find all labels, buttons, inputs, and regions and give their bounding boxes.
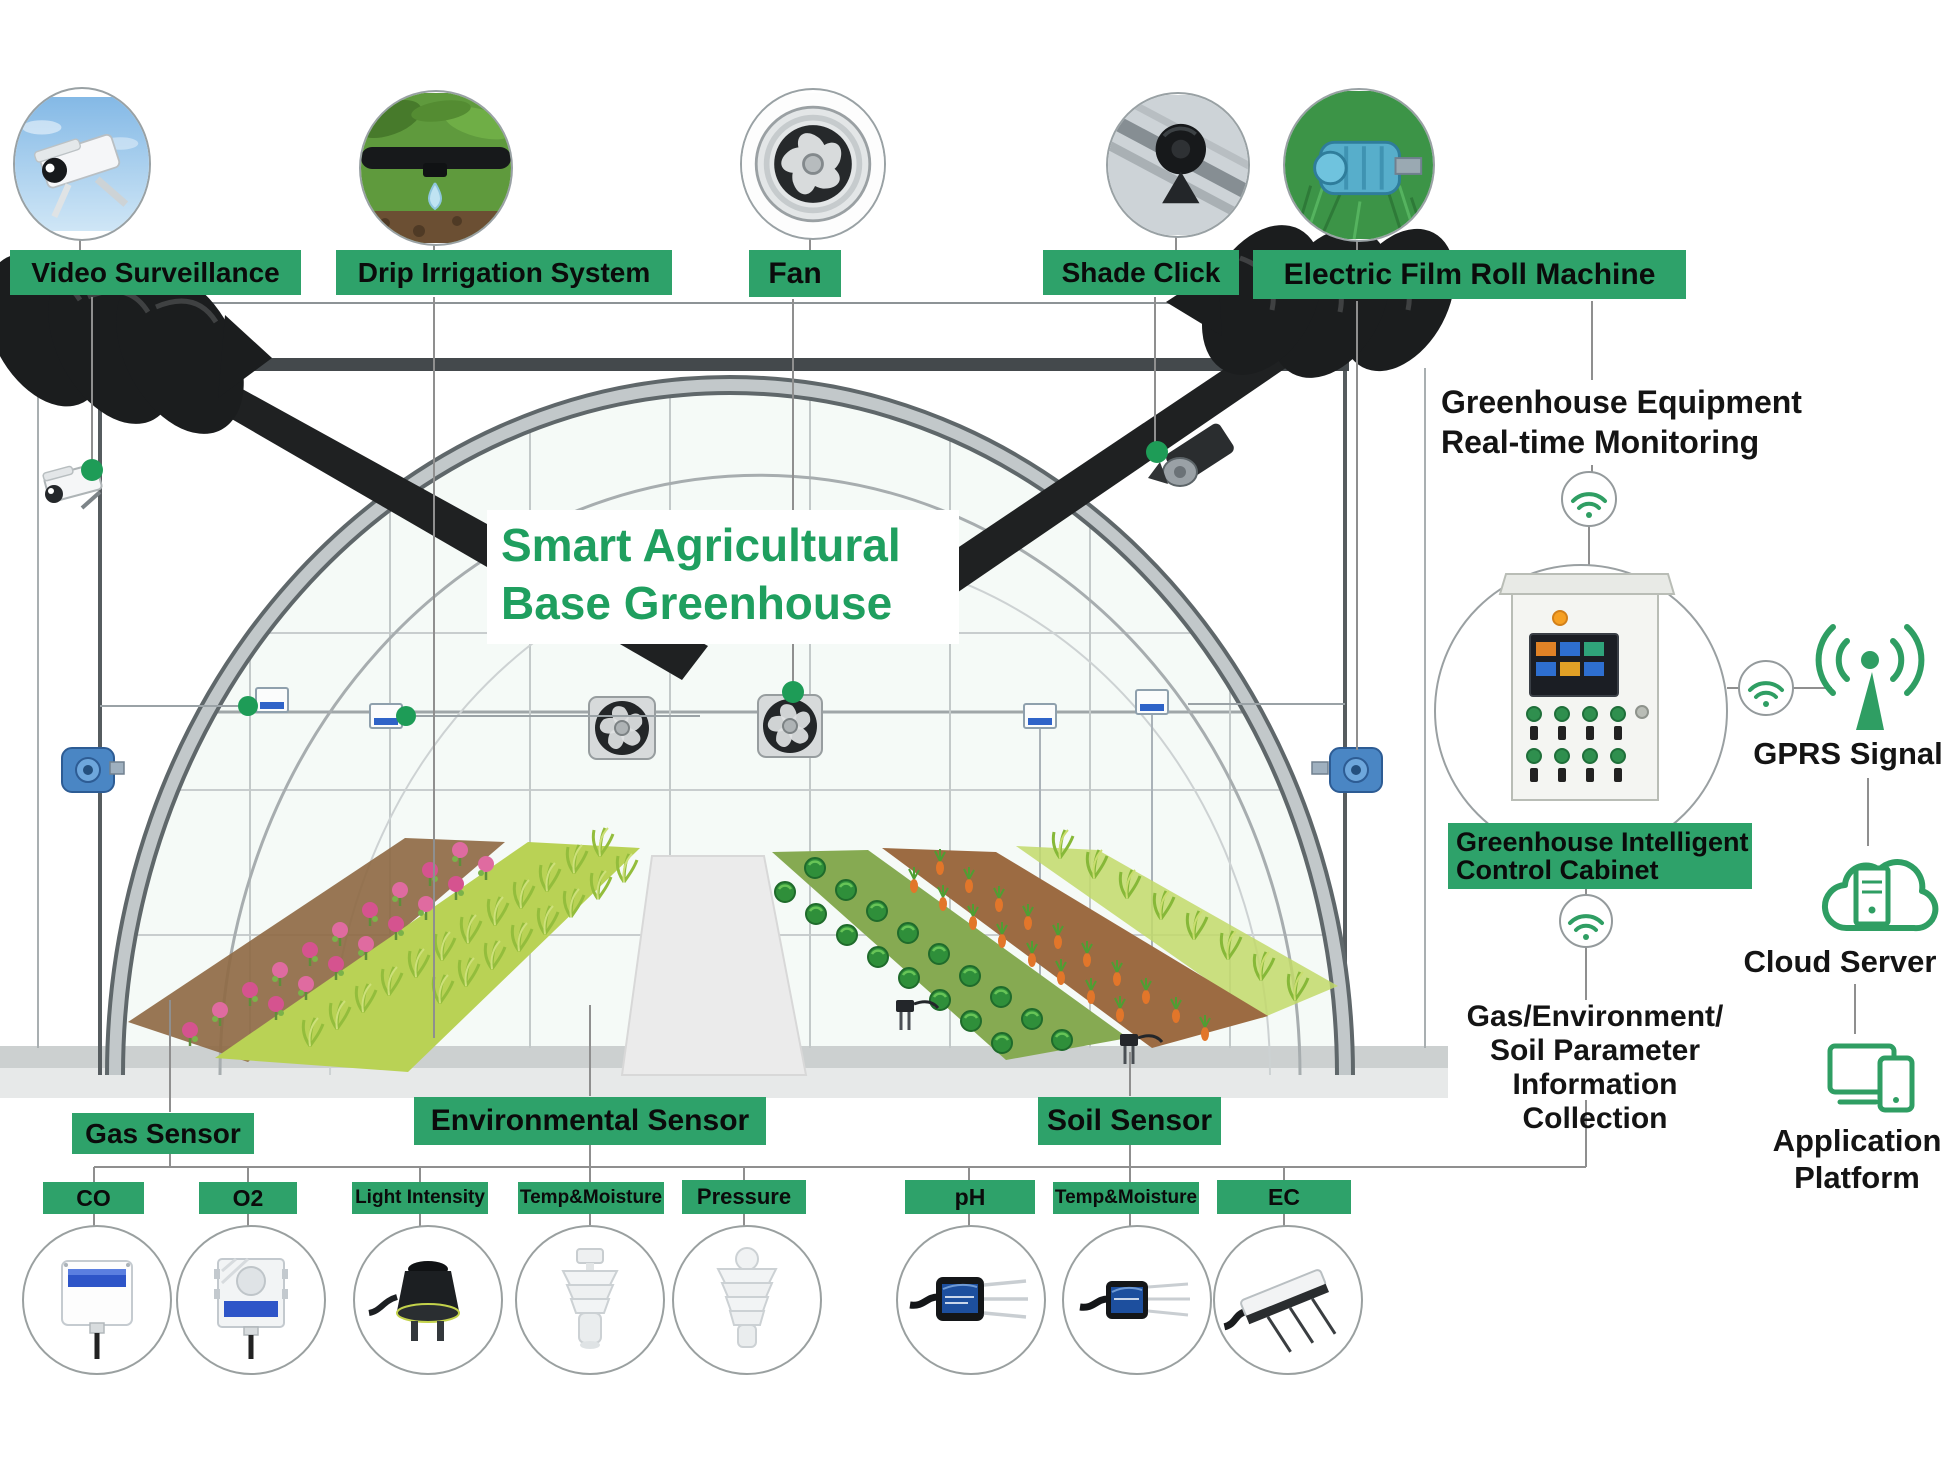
label-ec: EC: [1217, 1180, 1351, 1214]
label-text: Video Surveillance: [31, 256, 280, 288]
label-pressure: Pressure: [682, 1180, 806, 1214]
shade-click-photo: [1106, 92, 1250, 238]
label-environmental-sensor: Environmental Sensor: [414, 1097, 766, 1145]
o2-sensor-photo: [176, 1225, 326, 1375]
control-cabinet-photo: [1434, 564, 1728, 858]
pressure-sensor-photo: [672, 1225, 822, 1375]
ec-sensor-art: [1223, 1269, 1337, 1353]
label-text: EC: [1268, 1183, 1300, 1210]
monitoring-line1: Greenhouse Equipment: [1441, 384, 1802, 420]
light-intensity-sensor-photo: [353, 1225, 503, 1375]
label-shade-click: Shade Click: [1043, 250, 1239, 295]
drip-irrigation-photo: [359, 90, 513, 246]
label-text: Gas Sensor: [85, 1117, 241, 1149]
temp-moisture-sensor-photo: [515, 1225, 665, 1375]
label-drip-irrigation: Drip Irrigation System: [336, 250, 672, 295]
shade-motor-photo-art: [1108, 94, 1248, 235]
monitoring-line2: Real-time Monitoring: [1441, 424, 1760, 460]
soil-probes: [896, 1000, 1164, 1064]
cabinet-line2: Control Cabinet: [1456, 855, 1659, 885]
o2-sensor-art: [214, 1257, 288, 1359]
label-gas-sensor: Gas Sensor: [72, 1113, 254, 1154]
crop-beds: [128, 826, 1338, 1076]
label-o2: O2: [199, 1182, 297, 1214]
ph-sensor-art: [909, 1277, 1028, 1321]
label-control-cabinet: Greenhouse Intelligent Control Cabinet: [1448, 823, 1752, 889]
circulation-fan-icon: [588, 694, 823, 760]
green-dots: [81, 441, 1168, 726]
label-fan: Fan: [749, 250, 841, 297]
film-roll-motors: [61, 747, 1383, 793]
label-text: Pressure: [696, 1184, 792, 1210]
wifi-icon: [1738, 660, 1794, 716]
cabinet-line1: Greenhouse Intelligent: [1456, 826, 1749, 857]
label-electric-film-roll: Electric Film Roll Machine: [1253, 250, 1686, 299]
label-text: Drip Irrigation System: [357, 256, 651, 288]
collection-line2: Soil Parameter: [1489, 1034, 1701, 1067]
label-text: Fan: [768, 256, 822, 290]
monitor-and-phone-icon: [1827, 1043, 1915, 1113]
soil-temp-moisture-art: [1079, 1281, 1190, 1319]
air-sensor-boxes: [100, 687, 1345, 1046]
exhaust-fan-photo-art: [742, 93, 884, 235]
cloud-server-icon: [1822, 859, 1939, 932]
page-title: Smart Agricultural Base Greenhouse: [487, 510, 959, 644]
label-temp-moisture: Temp&Moisture: [518, 1182, 664, 1214]
co-sensor-art: [61, 1260, 133, 1359]
label-soil-sensor: Soil Sensor: [1038, 1097, 1221, 1145]
wifi-icon: [1559, 894, 1613, 948]
film-roll-photo: [1283, 88, 1435, 242]
label-text: Environmental Sensor: [430, 1104, 750, 1138]
soil-temp-moisture-sensor-photo: [1062, 1225, 1212, 1375]
collection-line3: Information Collection: [1512, 1068, 1678, 1135]
label-ph: pH: [905, 1180, 1035, 1214]
title-line1: Smart Agricultural: [501, 519, 901, 571]
label-text: Temp&Moisture: [519, 1187, 663, 1209]
label-video-surveillance: Video Surveillance: [10, 250, 301, 295]
label-light-intensity: Light Intensity: [352, 1182, 488, 1214]
application-caption: Application Platform: [1762, 1122, 1948, 1196]
ph-sensor-photo: [896, 1225, 1046, 1375]
pressure-sensor-art: [716, 1247, 778, 1348]
ec-sensor-photo: [1213, 1225, 1363, 1375]
film-roll-motor-photo-art: [1285, 91, 1433, 240]
label-text: Shade Click: [1061, 256, 1221, 288]
label-text: pH: [954, 1183, 986, 1210]
drip-pipe-photo-art: [361, 93, 511, 243]
co-sensor-photo: [22, 1225, 172, 1375]
wifi-icon: [1561, 471, 1617, 527]
label-text: Soil Sensor: [1046, 1104, 1213, 1138]
temp-moisture-art: [561, 1248, 619, 1349]
label-text: CO: [76, 1184, 111, 1211]
monitoring-caption: Greenhouse Equipment Real-time Monitorin…: [1441, 382, 1821, 462]
gprs-antenna-icon: [1815, 624, 1925, 730]
gprs-caption: GPRS Signal: [1753, 736, 1943, 771]
application-line2: Platform: [1794, 1160, 1920, 1195]
label-co: CO: [43, 1182, 144, 1214]
cctv-camera-photo-art: [15, 97, 149, 231]
label-text: Electric Film Roll Machine: [1283, 257, 1656, 291]
title-line2: Base Greenhouse: [501, 577, 893, 629]
label-text: O2: [232, 1184, 264, 1211]
label-soil-temp-moisture: Temp&Moisture: [1053, 1182, 1199, 1214]
shade-motor: [1148, 423, 1234, 487]
fan-photo: [740, 88, 886, 240]
light-sensor-art: [368, 1261, 460, 1341]
connector-lines: [79, 234, 1869, 1226]
collection-line1: Gas/Environment/: [1466, 1000, 1724, 1033]
video-surveillance-photo: [13, 87, 151, 241]
cloud-caption: Cloud Server: [1743, 944, 1937, 979]
application-line1: Application: [1772, 1123, 1942, 1158]
label-text: Light Intensity: [355, 1187, 485, 1209]
label-text: Temp&Moisture: [1054, 1187, 1198, 1209]
collection-caption: Gas/Environment/ Soil Parameter Informat…: [1445, 1000, 1745, 1136]
